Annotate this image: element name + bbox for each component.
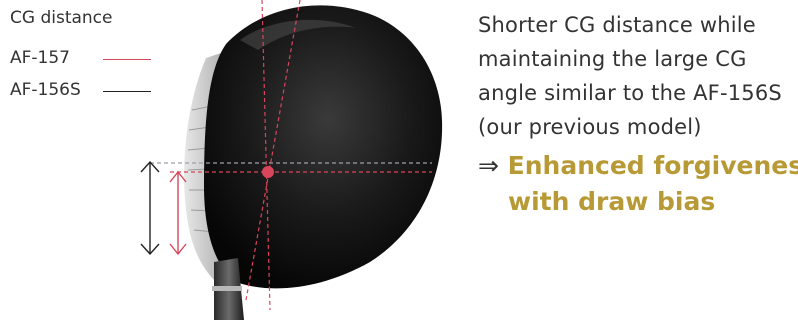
af156s-distance-arrow	[140, 160, 160, 256]
result-line-1: ⇒ Enhanced forgiveness	[478, 148, 798, 184]
result-line-2: with draw bias	[478, 184, 798, 220]
crown-highlight	[240, 19, 356, 50]
legend-title: CG distance	[10, 8, 113, 28]
caption-line-4: (our previous model)	[478, 115, 702, 139]
af157-cg-angle-line	[245, 0, 301, 301]
result-text-1: Enhanced forgiveness	[507, 151, 798, 180]
cg-point	[262, 166, 274, 178]
result: ⇒ Enhanced forgiveness with draw bias	[478, 148, 798, 220]
legend-swatch-af157	[103, 59, 151, 60]
af156s-cg-angle-line	[261, 0, 271, 311]
result-arrow-icon: ⇒	[478, 151, 499, 180]
legend-label-af156s: AF-156S	[10, 80, 81, 100]
club-head	[204, 5, 443, 289]
hosel-ring	[212, 286, 242, 291]
face-grooves	[187, 105, 216, 233]
caption-line-2: maintaining the large CG	[478, 47, 747, 71]
caption: Shorter CG distance while maintaining th…	[478, 8, 796, 144]
caption-line-1: Shorter CG distance while	[478, 13, 756, 37]
result-text-2: with draw bias	[508, 187, 716, 216]
legend-swatch-af156s	[103, 91, 151, 92]
caption-line-3: angle similar to the AF-156S	[478, 81, 782, 105]
legend-label-af157: AF-157	[10, 48, 70, 68]
af157-distance-arrow	[169, 170, 187, 256]
